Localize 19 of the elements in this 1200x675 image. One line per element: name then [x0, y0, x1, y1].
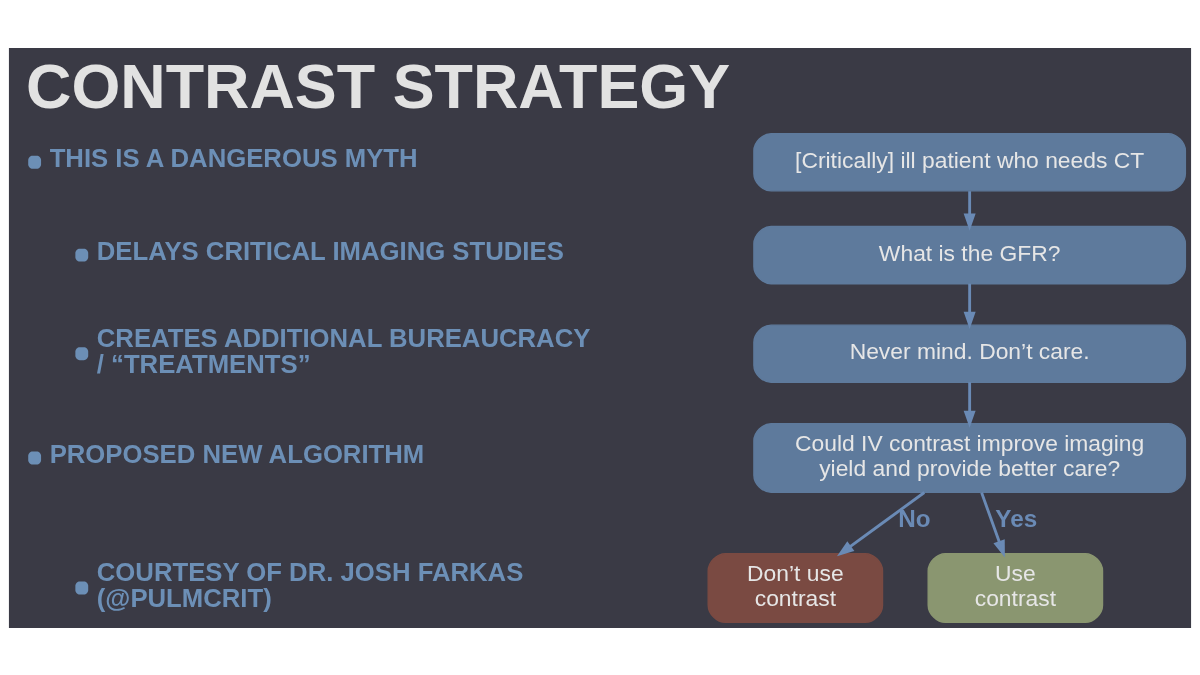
diagram-title: CONTRAST STRATEGY [26, 50, 731, 121]
label: PROPOSED NEW ALGORITHM [49, 439, 425, 468]
node-box: Don’t use contrast [707, 552, 884, 623]
edge-label: No [898, 504, 931, 532]
node-box: Could IV contrast improve imaging yield and provide better care? [753, 422, 1187, 493]
arrow [836, 490, 926, 556]
label: THIS IS A DANGEROUS MYTH [49, 143, 418, 172]
arrow [963, 381, 976, 428]
label: CREATES ADDITIONAL BUREAUCRACY / “TREATMENTS” [96, 323, 591, 378]
label: DELAYS CRITICAL IMAGING STUDIES [96, 236, 564, 265]
arrow [963, 283, 976, 329]
node-box: [Critically] ill patient who needs CT [753, 132, 1187, 192]
node-box: Never mind. Don’t care. [753, 323, 1187, 383]
node-box: Use contrast [927, 552, 1104, 623]
arrow [980, 491, 1005, 557]
label: COURTESY OF DR. JOSH FARKAS (@PULMCRIT) [96, 557, 524, 612]
arrow [963, 190, 976, 231]
node-box: What is the GFR? [753, 225, 1187, 284]
edge-label: Yes [995, 504, 1038, 532]
